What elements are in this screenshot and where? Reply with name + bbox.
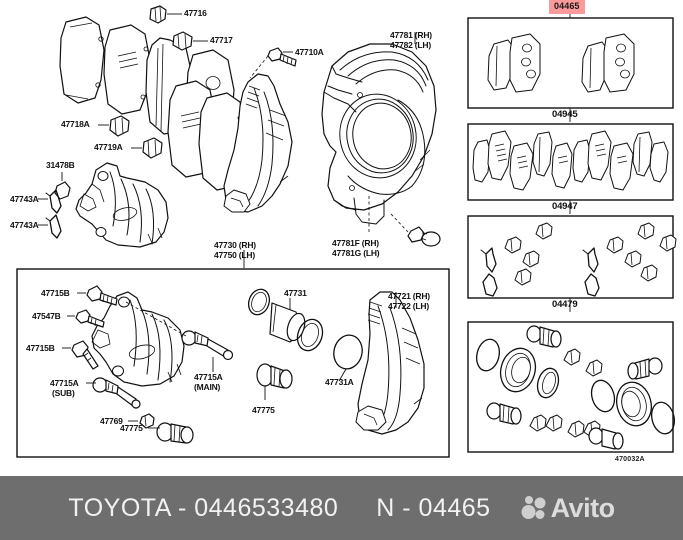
spring-47743A-upper (45, 189, 62, 214)
bolt-47781F (407, 226, 441, 247)
banner-catalog-code: N - 04465 (376, 493, 491, 522)
kit-clips-04479 (480, 222, 677, 297)
label-47547B: 47547B (32, 311, 61, 321)
label-47721-RH: 47721 (RH) (388, 291, 430, 301)
bolt-47547B (75, 309, 105, 328)
brake-pad-2 (103, 24, 151, 115)
label-47715A-sub-note: (SUB) (52, 388, 75, 398)
caliper-mounting-bracket-47730 (223, 73, 293, 213)
label-47719A: 47719A (94, 142, 123, 152)
slide-pin-47715A-sub (92, 377, 141, 409)
kit-pads-04945 (487, 33, 635, 93)
label-47730-RH: 47730 (RH) (214, 240, 256, 250)
drawing-corner-code: 470032A (615, 456, 645, 463)
clip-47716 (149, 5, 167, 24)
kit-code-04947: 04947 (552, 201, 578, 212)
clip-47717 (172, 31, 193, 51)
label-47722-LH: 47722 (LH) (388, 301, 429, 311)
label-47715B-top: 47715B (41, 288, 70, 298)
label-47710A: 47710A (295, 47, 324, 57)
kit-box-04947 (467, 123, 674, 201)
label-47715B-lower: 47715B (26, 343, 55, 353)
label-31478B: 31478B (46, 160, 75, 170)
dust-shield-47781 (321, 43, 437, 232)
diagram-canvas: .ln { fill:none; stroke:#111; stroke-wid… (10, 0, 677, 463)
kit-code-04479: 04479 (552, 299, 578, 310)
seal-47731A (333, 334, 363, 370)
label-47769: 47769 (100, 416, 123, 426)
brake-pad-1 (59, 16, 105, 104)
piston-47731 (247, 288, 324, 352)
kit-code-04945: 04945 (552, 109, 578, 120)
mounting-bracket-47721 (355, 291, 425, 435)
label-47781F-RH: 47781F (RH) (332, 238, 379, 248)
label-47743A-lower: 47743A (10, 220, 39, 230)
label-47775-bottom: 47775 (120, 423, 143, 433)
label-47731A: 47731A (325, 377, 354, 387)
kit-seals-bottom (475, 325, 676, 450)
kit-box-04479 (467, 215, 674, 299)
bottom-banner: TOYOTA - 0446533480 N - 04465 Avito (0, 476, 683, 540)
label-47750-LH: 47750 (LH) (214, 250, 255, 260)
label-47715A-main-note: (MAIN) (194, 382, 221, 392)
label-47731: 47731 (284, 288, 307, 298)
kit-box-seal (467, 321, 674, 453)
label-47715A-main: 47715A (194, 372, 223, 382)
boot-47775-mid (256, 363, 293, 389)
slide-pin-47715A-main (181, 330, 234, 361)
caliper-body-assembly (54, 162, 169, 248)
spring-47743A-lower (45, 214, 62, 239)
label-47716: 47716 (184, 8, 207, 18)
caliper-body-detail (91, 291, 185, 387)
nut-47769 (139, 413, 155, 429)
clip-47719A (142, 137, 163, 159)
boot-47775-bottom (156, 422, 194, 444)
avito-wordmark: Avito (550, 492, 616, 523)
label-47781-RH: 47781 (RH) (390, 30, 432, 40)
avito-watermark: Avito (521, 493, 615, 524)
bolt-47715B-top (86, 285, 118, 306)
clip-47718A (109, 115, 130, 137)
parts-illustration-svg: .ln { fill:none; stroke:#111; stroke-wid… (16, 5, 677, 458)
kit-shims-04947 (472, 130, 669, 191)
highlighted-part-code: 04465 (549, 0, 585, 14)
label-47717: 47717 (210, 35, 233, 45)
avito-logo-icon (521, 496, 546, 519)
caliper-detail-box (16, 268, 450, 458)
label-47775-mid: 47775 (252, 405, 275, 415)
banner-brand-part: TOYOTA - 0446533480 (68, 493, 339, 522)
label-47781G-LH: 47781G (LH) (332, 248, 380, 258)
bolt-47710A (267, 47, 297, 67)
label-47718A: 47718A (61, 119, 90, 129)
kit-box-04945 (467, 17, 674, 109)
label-47743A-upper: 47743A (10, 194, 39, 204)
bolt-47715B-lower (71, 340, 99, 370)
label-47715A-sub: 47715A (50, 378, 79, 388)
label-47782-LH: 47782 (LH) (390, 40, 431, 50)
